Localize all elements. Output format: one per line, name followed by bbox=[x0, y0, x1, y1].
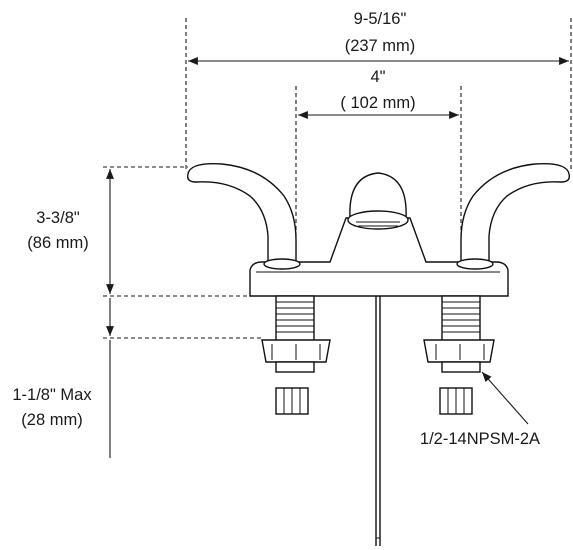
right-shank-assembly bbox=[423, 295, 495, 415]
left-shank-assembly bbox=[261, 295, 331, 415]
center-spacing-imperial-label: 4" bbox=[370, 68, 385, 86]
spout bbox=[349, 172, 407, 219]
faucet-body bbox=[186, 163, 571, 297]
right-handle bbox=[460, 163, 571, 263]
left-handle-base bbox=[263, 258, 301, 270]
mount-depth-metric-label: (28 mm) bbox=[21, 411, 82, 429]
center-spacing-metric-label: ( 102 mm) bbox=[340, 94, 415, 112]
height-metric-label: (86 mm) bbox=[27, 234, 88, 252]
faucet-base-plate bbox=[249, 217, 509, 297]
right-handle-base bbox=[456, 258, 494, 270]
thread-spec-label: 1/2-14NPSM-2A bbox=[420, 430, 540, 448]
right-mounting-nut bbox=[423, 339, 495, 363]
height-imperial-label: 3-3/8" bbox=[36, 209, 80, 227]
drain-lift-rod bbox=[375, 296, 381, 546]
left-handle bbox=[186, 163, 297, 263]
aerator bbox=[347, 210, 409, 230]
overall-width-imperial-label: 9-5/16" bbox=[354, 10, 407, 28]
overall-width-metric-label: (237 mm) bbox=[345, 37, 416, 55]
mount-depth-imperial-label: 1-1/8" Max bbox=[12, 386, 92, 404]
dimension-lines bbox=[106, 57, 569, 458]
thread-spec-leader-line bbox=[481, 371, 529, 425]
